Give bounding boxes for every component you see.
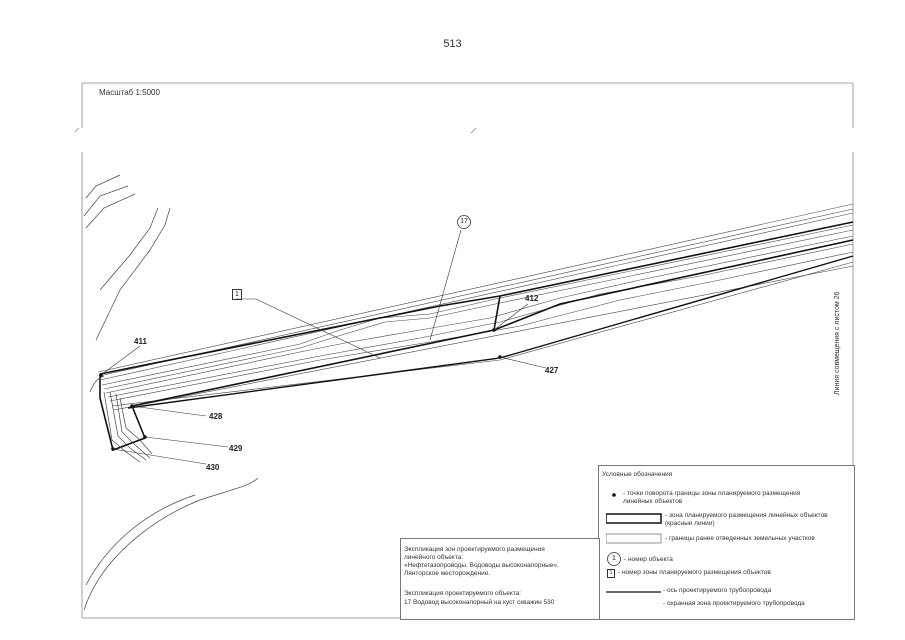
legend-item-protect-zone: - охранная зона проектируемого трубопров…: [663, 600, 805, 607]
legend-title: Условные обозначения: [602, 471, 673, 478]
match-line-label: Линия совмещения с листом 26: [834, 291, 841, 395]
point-label-430: 430: [206, 463, 220, 472]
object-marker-label: 17: [460, 218, 468, 225]
legend-zone-marker: 1: [607, 569, 615, 578]
zone-marker: 1: [232, 289, 242, 300]
explication-zones-text: «Нефтегазопроводы. Водоводы высоконапорн…: [404, 562, 559, 577]
legend-item-zone-number: - номер зоны планируемого размещения объ…: [618, 569, 771, 576]
legend-marker-number: 1: [612, 555, 616, 562]
point-label-427: 427: [545, 366, 559, 375]
leader-lines: [100, 229, 547, 465]
point-label-428: 428: [209, 412, 223, 421]
legend-item-turn-points: - точки поворота границы зоны планируемо…: [623, 490, 801, 505]
pipeline-corridor: [97, 203, 854, 411]
legend-item-object-number: - номер объекта: [624, 556, 673, 563]
explication-box: [400, 538, 600, 620]
point-label-412: 412: [525, 294, 539, 303]
scale-label: Масштаб 1:5000: [99, 88, 160, 97]
legend-symbols: [606, 493, 662, 593]
land-contours: [83, 174, 259, 611]
explication-zones-title: Экспликация зон проектируемого размещени…: [404, 546, 545, 561]
object-marker-17: [457, 215, 471, 229]
pipeline-axis: [127, 255, 854, 409]
legend-item-parcels: - границы ранее отведенных земельных уча…: [665, 535, 815, 542]
point-label-429: 429: [229, 444, 243, 453]
site-structures: [89, 375, 153, 463]
explication-object-title: Экспликация проектируемого объекта:: [404, 590, 522, 597]
legend-item-zone: - зона планируемого размещения линейных …: [665, 512, 828, 527]
turn-points: [99, 328, 502, 451]
legend-item-axis: - ось проектируемого трубопровода: [663, 587, 772, 594]
page-number: 513: [443, 38, 462, 50]
explication-object-entry: 17 Водовод высоконапорный на куст скважи…: [404, 599, 555, 606]
point-label-411: 411: [134, 337, 147, 346]
